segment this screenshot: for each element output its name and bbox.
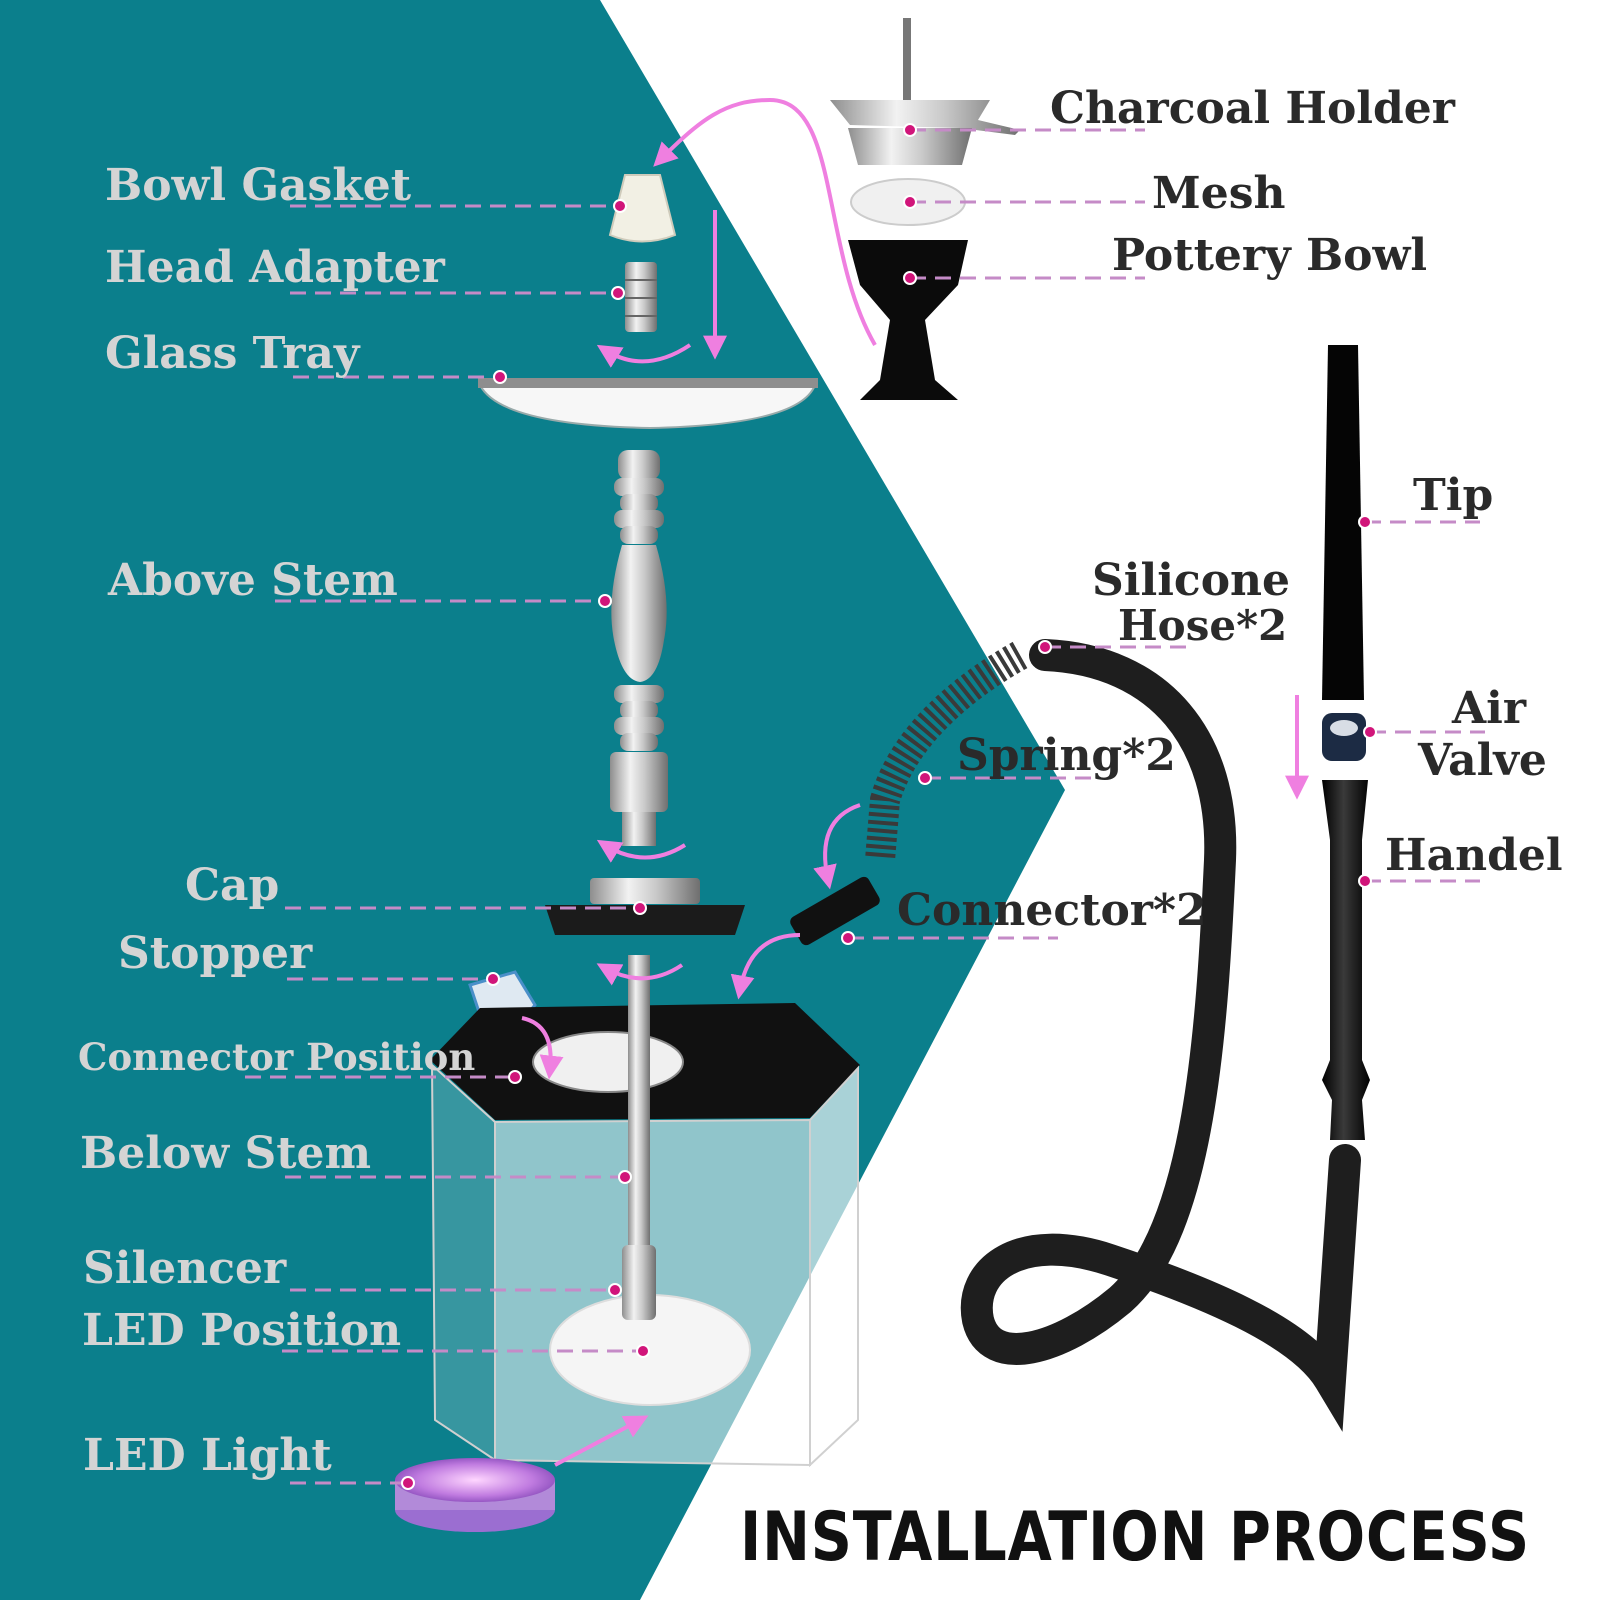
tip-image — [1322, 345, 1364, 700]
right-leaders — [841, 123, 1485, 945]
right-labels: Charcoal Holder Mesh Pottery Bowl Tip Si… — [897, 83, 1563, 936]
label-below-stem: Below Stem — [80, 1128, 371, 1179]
connector-image — [790, 876, 880, 946]
label-silencer: Silencer — [83, 1243, 287, 1294]
label-air-valve-line2: Valve — [1417, 735, 1547, 786]
label-head-adapter: Head Adapter — [105, 242, 446, 293]
label-connector-position: Connector Position — [78, 1035, 475, 1079]
arrow-stopper-insert — [521, 1016, 564, 1080]
installation-title: INSTALLATION PROCESS — [740, 1498, 1530, 1577]
label-glass-tray: Glass Tray — [105, 328, 361, 379]
arrow-below-stem-twist — [596, 963, 684, 986]
bowl-gasket-image — [608, 174, 677, 243]
label-silicone-hose-line2: Hose*2 — [1118, 601, 1287, 650]
label-air-valve-line1: Air — [1451, 683, 1527, 734]
label-mesh: Mesh — [1152, 168, 1285, 219]
left-labels: Bowl Gasket Head Adapter Glass Tray Abov… — [78, 160, 475, 1481]
head-adapter-image — [625, 262, 657, 332]
arrow-led-insert — [554, 1415, 649, 1467]
label-led-light: LED Light — [83, 1430, 332, 1481]
label-stopper: Stopper — [118, 928, 313, 979]
label-charcoal-holder: Charcoal Holder — [1050, 83, 1456, 134]
charcoal-holder-image — [830, 18, 1020, 165]
left-leaders — [245, 199, 650, 1490]
assembly-arrows — [521, 97, 1309, 1467]
label-cap: Cap — [185, 860, 279, 911]
arrow-adapter-twist — [596, 343, 692, 368]
label-led-position: LED Position — [82, 1305, 401, 1356]
above-stem-image — [610, 450, 668, 846]
cap-image — [545, 878, 745, 935]
air-valve-image — [1322, 713, 1366, 761]
pottery-bowl-image — [848, 240, 968, 400]
arrow-connector-insert — [730, 933, 801, 1000]
label-connector: Connector*2 — [897, 885, 1207, 936]
label-above-stem: Above Stem — [107, 555, 398, 606]
silicone-hose-image — [960, 639, 1361, 1432]
arrow-spring-connect — [813, 803, 861, 890]
below-stem-image — [622, 955, 656, 1320]
label-silicone-hose-line1: Silicone — [1092, 555, 1290, 606]
arrow-bowl-to-gasket — [653, 97, 877, 347]
label-bowl-gasket: Bowl Gasket — [105, 160, 412, 211]
label-handel: Handel — [1385, 830, 1563, 881]
label-spring: Spring*2 — [957, 730, 1176, 781]
led-light-image — [395, 1458, 555, 1532]
arrow-stem-twist — [596, 839, 687, 863]
label-tip: Tip — [1413, 470, 1493, 521]
label-pottery-bowl: Pottery Bowl — [1112, 230, 1427, 281]
handel-image — [1322, 780, 1370, 1140]
glass-tray-image — [478, 378, 818, 430]
